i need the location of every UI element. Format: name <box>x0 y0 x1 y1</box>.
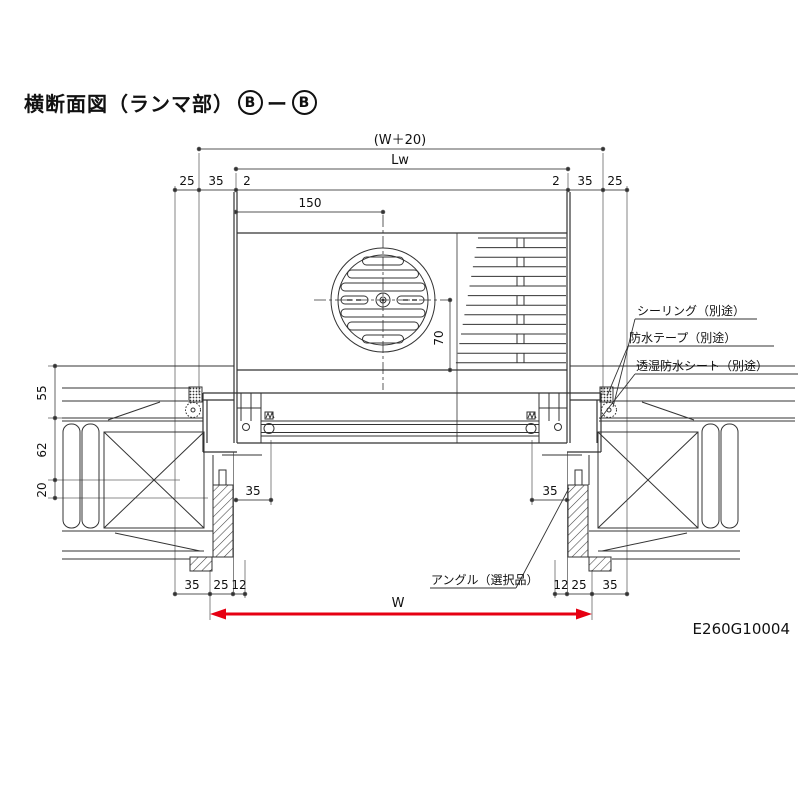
rail-screw-right <box>525 423 537 434</box>
dimension-lines <box>52 146 630 597</box>
clip-left <box>218 469 227 486</box>
dim-overall-width: W <box>392 596 405 611</box>
dim-vent-offset-x: 150 <box>299 196 322 210</box>
dim-bottom-left-12: 12 <box>231 578 246 592</box>
dim-top-left-25: 25 <box>179 174 194 188</box>
dim-left-62: 62 <box>35 442 49 457</box>
section-mark-b-left: B <box>238 90 263 115</box>
dim-bottom-left-25: 25 <box>213 578 228 592</box>
waterproof-tape-left <box>188 386 203 403</box>
screw-left <box>242 423 250 431</box>
louver-slats <box>455 237 566 364</box>
insulation-batt <box>701 423 720 529</box>
overall-width-arrow <box>210 608 592 620</box>
dim-top-right-25: 25 <box>607 174 622 188</box>
dim-top-left-35: 35 <box>208 174 223 188</box>
furring-strip-diagonal <box>107 401 161 421</box>
rail-screw-left <box>263 423 275 434</box>
dim-inner-left-35: 35 <box>245 484 260 498</box>
dim-bottom-right-12: 12 <box>553 578 568 592</box>
waterproof-tape-right <box>599 386 614 403</box>
callout-waterproof-tape: 防水テープ（別途） <box>629 330 736 345</box>
horizontal-rail-bar <box>261 411 539 437</box>
section-mark-b-right: B <box>292 90 317 115</box>
sealing-backup-left <box>185 402 201 418</box>
angle-trim-right <box>567 484 589 558</box>
callout-sealing: シーリング（別途） <box>637 303 745 318</box>
insulation-batt <box>720 423 739 529</box>
dim-top-width-plus: (W＋20) <box>374 133 427 148</box>
dim-bottom-right-35: 35 <box>602 578 617 592</box>
page-title: 横断面図（ランマ部） B ー B <box>24 88 317 117</box>
left-wall-section <box>55 365 234 572</box>
title-text: 横断面図（ランマ部） <box>24 92 234 116</box>
insulation-batt <box>62 423 81 529</box>
screw-right <box>554 423 562 431</box>
wood-stud-right <box>597 431 699 529</box>
wood-stud-left <box>103 431 205 529</box>
clip-right <box>574 469 583 486</box>
callout-breathable-sheet: 透湿防水シート（別途） <box>636 358 768 373</box>
callout-angle: アングル（選択品） <box>431 573 539 587</box>
furring-strip-diagonal <box>641 401 695 421</box>
angle-trim-left <box>212 484 234 558</box>
dim-left-20: 20 <box>35 482 49 497</box>
dim-bottom-left-35: 35 <box>184 578 199 592</box>
extension-lines <box>48 153 628 620</box>
window-frame <box>202 192 602 485</box>
dim-lw: Lw <box>391 153 409 168</box>
title-dash: ー <box>267 92 288 116</box>
louver-connectors <box>516 238 525 363</box>
vent-hub <box>375 292 391 308</box>
callout-leaders <box>430 318 798 589</box>
dim-bottom-right-25: 25 <box>571 578 586 592</box>
vent-grille <box>314 215 452 390</box>
insulation-batt <box>81 423 100 529</box>
dim-top-left-2: 2 <box>243 174 251 188</box>
dim-top-right-35: 35 <box>577 174 592 188</box>
right-wall-section <box>567 365 795 572</box>
dim-left-55: 55 <box>35 385 49 400</box>
dim-inner-right-35: 35 <box>542 484 557 498</box>
drawing-number: E260G10004 <box>692 620 790 638</box>
dim-vent-offset-y: 70 <box>432 330 446 345</box>
dim-top-right-2: 2 <box>552 174 560 188</box>
sealing-backup-right <box>601 402 617 418</box>
